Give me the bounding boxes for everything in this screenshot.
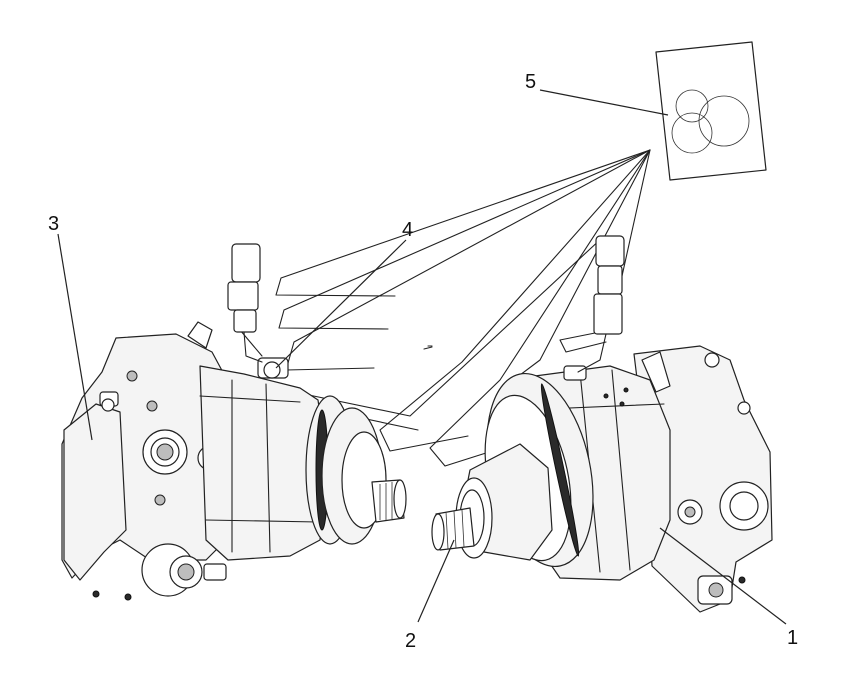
hydraulic-motor-right [431,345,773,613]
sensor-connector-right [577,235,625,373]
callout-2: 2 [405,630,416,652]
callout-4: 4 [402,219,413,241]
callout-1: 1 [787,627,798,649]
sensor-connector-left [227,243,263,363]
leader-lines [57,89,787,625]
callout-3: 3 [48,213,59,235]
seal-kit-bag [655,41,767,181]
callout-5: 5 [525,71,536,93]
hydraulic-motor-left [61,321,407,601]
